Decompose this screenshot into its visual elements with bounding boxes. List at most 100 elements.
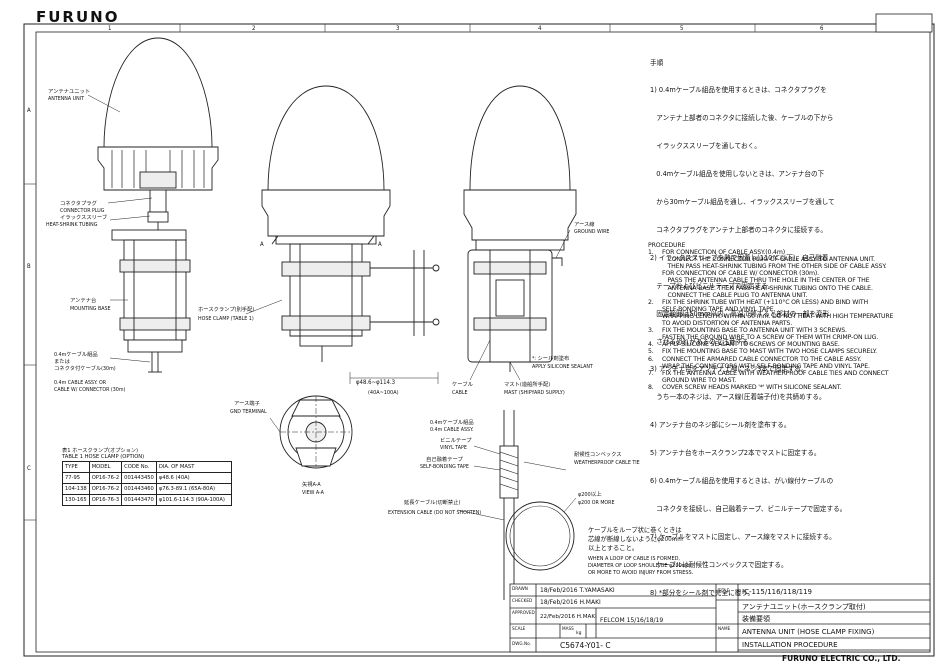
mass-label: MASS bbox=[562, 626, 574, 631]
procedure-step: 3. FIX THE MOUNTING BASE TO ANTENNA UNIT… bbox=[648, 327, 940, 341]
jp-line: から30mケーブル組品を通し、イラックススリーブを通して bbox=[650, 198, 835, 207]
company-name: FURUNO ELECTRIC CO., LTD. bbox=[782, 654, 901, 663]
loop-note-jp-3: 以上とすること。 bbox=[588, 543, 638, 552]
jp-line: 固定範囲は50mm以内。高温で熱すると部材の一部を変形 bbox=[650, 309, 830, 318]
step-text: FIX THE MOUNTING BASE TO MAST WITH TWO H… bbox=[662, 348, 877, 356]
english-procedure: PROCEDURE 1. FOR CONNECTION OF CABLE ASS… bbox=[648, 242, 940, 391]
title-block-frame bbox=[509, 583, 931, 653]
gnd-terminal-label-jp: アース端子 bbox=[234, 399, 261, 407]
self-bonding-label: SELF-BONDING TAPE bbox=[420, 464, 469, 470]
cable-loop-drawing bbox=[457, 410, 577, 600]
jp-line: 0.4mケーブル組品を使用しないときは、アンテナ台の下 bbox=[650, 170, 825, 179]
table-title: TABLE 1 HOSE CLAMP (OPTION) bbox=[62, 454, 145, 460]
dwg-label: DWG.No. bbox=[512, 641, 531, 646]
inner-border bbox=[35, 31, 931, 653]
table-cell: φ76.3-89.1 (65A-80A) bbox=[155, 483, 232, 495]
connector-plug-label: CONNECTOR PLUG bbox=[60, 208, 105, 214]
japanese-procedure: 手順 1) 0.4mケーブル組品を使用するときは、コネクタプラグを アンテナ上部… bbox=[650, 40, 940, 607]
table-cell: φ48.6 (40A) bbox=[155, 472, 232, 484]
view-a-a-drawing bbox=[269, 395, 353, 469]
a-marker: A bbox=[260, 241, 264, 248]
sealant-label: APPLY SILICONE SEALANT bbox=[532, 364, 593, 370]
grid-label: 6 bbox=[820, 25, 824, 32]
mast-diameter: φ48.6~φ114.3 bbox=[356, 379, 395, 386]
dimension-mast bbox=[349, 372, 439, 384]
scale-label: SCALE bbox=[512, 626, 526, 631]
gnd-terminal-label: GND TERMINAL bbox=[230, 409, 267, 415]
cable-callout: CABLE bbox=[452, 390, 468, 396]
ground-wire-label-jp: アース線 bbox=[574, 220, 595, 228]
grid-label: 3 bbox=[396, 25, 399, 32]
table-cell: 104-138 bbox=[62, 483, 90, 495]
hose-clamp-label: HOSE CLAMP (TABLE 1) bbox=[198, 316, 254, 322]
antenna-side-view bbox=[463, 85, 577, 372]
loop-note-jp-2: 芯線が断線しないようにφ200mm bbox=[588, 534, 683, 543]
step-number: 5. bbox=[648, 348, 654, 356]
reference-models: FELCOM 15/16/18/19 bbox=[600, 617, 664, 624]
table-cell: φ101.6-114.3 (90A-100A) bbox=[155, 494, 232, 506]
sheet-border bbox=[23, 23, 935, 657]
leader-line bbox=[555, 229, 571, 259]
cable-label-jp-2: または bbox=[54, 358, 71, 365]
approved-label: APPROVED bbox=[512, 610, 535, 615]
leader-line bbox=[509, 361, 521, 381]
table-cell: 130-165 bbox=[62, 494, 90, 506]
jp-line: 1) 0.4mケーブル組品を使用するときは、コネクタプラグを bbox=[650, 86, 827, 95]
a-marker: A bbox=[378, 241, 382, 248]
title-jp-2: 装備要領 bbox=[742, 615, 770, 623]
loop-note-1: WHEN A LOOP OF CABLE IS FORMED, bbox=[588, 556, 680, 562]
title-label: TITLE bbox=[718, 588, 730, 593]
table-header-row: TYPE MODEL CODE No. DIA. OF MAST bbox=[62, 461, 232, 473]
revision-box bbox=[875, 13, 933, 33]
view-a-a-label: VIEW A-A bbox=[302, 490, 325, 496]
table-row: 104-138 OP16-76-2 001443460 φ76.3-89.1 (… bbox=[62, 483, 232, 495]
vinyl-tape-label: VINYL TAPE bbox=[440, 445, 467, 451]
title-jp: アンテナユニット(ホースクランプ取付) bbox=[742, 603, 866, 611]
dwg-number: C5674-Y01- C bbox=[560, 641, 611, 650]
cable-tie-label: WEATHERPROOF CABLE TIE bbox=[574, 460, 640, 466]
name-label: NAME bbox=[718, 626, 731, 631]
step-text: COVER SCREW HEADS MARKED '*' WITH SILICO… bbox=[662, 383, 842, 391]
shrink-label: HEAT-SHRINK TUBING bbox=[46, 222, 98, 228]
grid-label: A bbox=[27, 107, 31, 114]
step-text: FIX THE MOUNTING BASE TO ANTENNA UNIT WI… bbox=[662, 327, 879, 342]
loop-note-3: OR MORE TO AVOID INJURY FROM STRESS. bbox=[588, 570, 694, 576]
jp-line: コネクタを接続し、自己融着テープ、ビニルテープで固定する。 bbox=[650, 504, 847, 513]
jp-heading: 手順 bbox=[650, 58, 664, 67]
mounting-base-label-jp: アンテナ台 bbox=[70, 296, 96, 304]
table-header: MODEL bbox=[88, 461, 123, 473]
antenna-unit-label-jp: アンテナユニット bbox=[48, 88, 90, 95]
step-number: 2. bbox=[648, 298, 654, 306]
grid-label: 4 bbox=[538, 25, 542, 32]
approved-value: 22/Feb/2016 H.MAKI bbox=[540, 614, 597, 620]
table-row: 130-165 OP16-76-3 001443470 φ101.6-114.3… bbox=[62, 494, 232, 506]
model-title: IC-115/116/118/119 bbox=[742, 588, 812, 596]
loop-diameter-label: φ200以上 bbox=[578, 490, 602, 498]
table-cell: 77-95 bbox=[62, 472, 90, 484]
procedure-step: 1. FOR CONNECTION OF CABLE ASSY.(0.4m) C… bbox=[648, 249, 940, 299]
cable-tie-label-jp: 耐候性コンベックス bbox=[574, 450, 622, 458]
table-title-jp: 表1 ホースクランプ(オプション) bbox=[62, 448, 139, 454]
drawn-value: 18/Feb/2016 T.YAMASAKI bbox=[540, 587, 615, 594]
antenna-unit-exploded bbox=[97, 37, 219, 373]
table-cell: 001443460 bbox=[121, 483, 157, 495]
connector-plug-label-jp: コネクタプラグ bbox=[60, 199, 98, 207]
procedure-step: 6. CONNECT THE ARMARED CABLE CONNECTOR T… bbox=[648, 356, 940, 370]
self-bonding-label-jp: 自己融着テープ bbox=[426, 455, 463, 463]
cable-label-jp-3: コネクタ付ケーブル(30m) bbox=[54, 364, 116, 372]
jp-line: 8) *部分をシール剤で完全に覆う。 bbox=[650, 588, 755, 597]
vinyl-tape-label-jp: ビニルテープ bbox=[440, 436, 472, 444]
checked-value: 18/Feb/2016 H.MAKI bbox=[540, 599, 601, 606]
procedure-step: 5. FIX THE MOUNTING BASE TO MAST WITH TW… bbox=[648, 348, 940, 355]
cable-assy-label-jp: 0.4mケーブル組品 bbox=[430, 418, 474, 426]
view-a-a-label-jp: 矢視A-A bbox=[302, 480, 321, 488]
cable-assy-label: 0.4m CABLE ASSY. bbox=[430, 427, 473, 433]
procedure-step: 4. APPLY SILICONE SEALANT TO SCREWS OF M… bbox=[648, 341, 940, 348]
loop-note-2: DIAMETER OF LOOP SHOULD BE φ200mm bbox=[588, 563, 692, 569]
extension-cable-label-jp: 延長ケーブル(切断禁止) bbox=[404, 498, 461, 506]
table-header: TYPE bbox=[62, 461, 90, 473]
procedure-step: 8. COVER SCREW HEADS MARKED '*' WITH SIL… bbox=[648, 384, 940, 391]
furuno-logo: FURUNO bbox=[36, 8, 119, 26]
jp-line: 2) イラックススリーブを熱で固着し(110℃以下)、自己融着 bbox=[650, 253, 829, 262]
